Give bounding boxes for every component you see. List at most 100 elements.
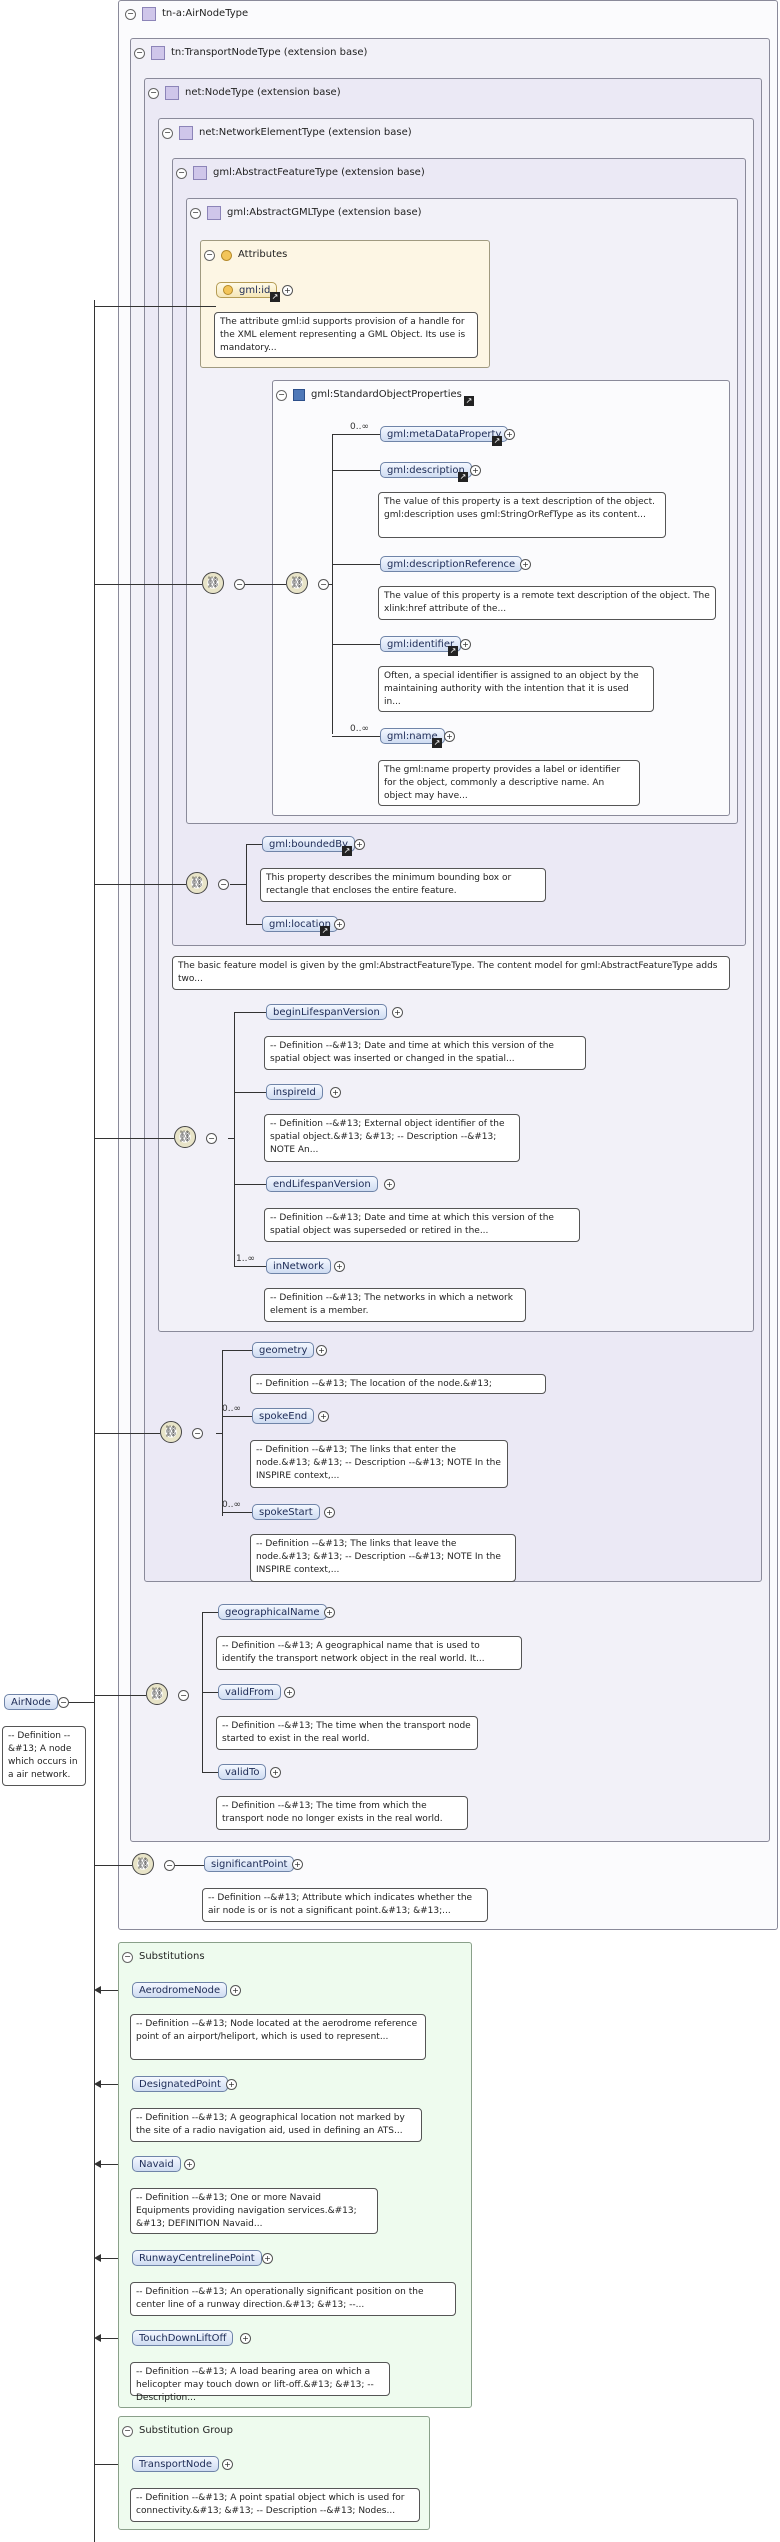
geographicalname-element[interactable]: geographicalName <box>218 1604 327 1620</box>
endlifespanversion-element[interactable]: endLifespanVersion <box>266 1176 378 1192</box>
external-link-icon[interactable]: ↗ <box>464 396 474 406</box>
collapse-icon[interactable]: − <box>204 249 215 261</box>
collapse-icon[interactable]: − <box>234 579 245 590</box>
external-link-icon[interactable]: ↗ <box>270 292 280 302</box>
collapse-icon[interactable]: − <box>318 579 329 590</box>
external-link-icon[interactable]: ↗ <box>458 472 468 482</box>
expand-icon[interactable]: + <box>184 2159 195 2170</box>
abstract-gml-type-header[interactable]: −gml:AbstractGMLType (extension base) <box>190 205 422 221</box>
collapse-icon[interactable]: − <box>192 1428 203 1439</box>
expand-icon[interactable]: + <box>392 1007 403 1018</box>
expand-icon[interactable]: + <box>316 1345 327 1356</box>
airnode-root-element[interactable]: AirNode <box>4 1694 58 1710</box>
validto-element[interactable]: validTo <box>218 1764 267 1780</box>
expand-icon[interactable]: + <box>354 839 365 850</box>
gml-name-element[interactable]: gml:name <box>380 728 445 744</box>
expand-icon[interactable]: + <box>470 465 481 476</box>
expand-icon[interactable]: + <box>460 639 471 650</box>
collapse-icon[interactable]: − <box>164 1860 175 1871</box>
collapse-icon[interactable]: − <box>176 167 187 179</box>
expand-icon[interactable]: + <box>504 429 515 440</box>
aerodromenode-element[interactable]: AerodromeNode <box>132 1982 228 1998</box>
collapse-icon[interactable]: − <box>122 1951 133 1963</box>
connector-line <box>234 1184 266 1185</box>
expand-icon[interactable]: + <box>334 1261 345 1272</box>
transportnode-element[interactable]: TransportNode <box>132 2456 220 2472</box>
external-link-icon[interactable]: ↗ <box>432 738 442 748</box>
touchdownliftoff-element[interactable]: TouchDownLiftOff <box>132 2330 234 2346</box>
expand-icon[interactable]: + <box>230 1985 241 1996</box>
runwaycentrelinepoint-description: -- Definition --&#13; An operationally s… <box>130 2282 456 2316</box>
complex-type-icon <box>207 206 221 220</box>
collapse-icon[interactable]: − <box>218 879 229 890</box>
external-link-icon[interactable]: ↗ <box>492 436 502 446</box>
collapse-icon[interactable]: − <box>125 8 136 20</box>
innetwork-element[interactable]: inNetwork <box>266 1258 331 1274</box>
expand-icon[interactable]: + <box>284 1687 295 1698</box>
significantpoint-element[interactable]: significantPoint <box>204 1856 295 1872</box>
expand-icon[interactable]: + <box>324 1607 335 1618</box>
gml-metadataproperty-element[interactable]: gml:metaDataProperty <box>380 426 509 442</box>
collapse-icon[interactable]: − <box>122 2425 133 2437</box>
collapse-icon[interactable]: − <box>162 127 173 139</box>
connector-line <box>222 1416 252 1417</box>
gml-identifier-element[interactable]: gml:identifier <box>380 636 462 652</box>
expand-icon[interactable]: + <box>334 919 345 930</box>
connector-line <box>332 434 333 734</box>
expand-icon[interactable]: + <box>384 1179 395 1190</box>
arrow-icon <box>94 2080 101 2088</box>
abstract-feature-type-header[interactable]: −gml:AbstractFeatureType (extension base… <box>176 165 425 181</box>
navaid-element[interactable]: Navaid <box>132 2156 181 2172</box>
gml-id-attribute[interactable]: gml:id <box>216 282 278 298</box>
expand-icon[interactable]: + <box>444 731 455 742</box>
expand-icon[interactable]: + <box>226 2079 237 2090</box>
substitutions-header[interactable]: −Substitutions <box>122 1949 205 1965</box>
gml-descriptionreference-element[interactable]: gml:descriptionReference <box>380 556 523 572</box>
beginlifespanversion-element[interactable]: beginLifespanVersion <box>266 1004 387 1020</box>
node-type-header[interactable]: −net:NodeType (extension base) <box>148 85 341 101</box>
expand-icon[interactable]: + <box>270 1767 281 1778</box>
expand-icon[interactable]: + <box>318 1411 329 1422</box>
expand-icon[interactable]: + <box>330 1087 341 1098</box>
expand-icon[interactable]: + <box>292 1859 303 1870</box>
connector-line <box>228 1138 234 1139</box>
collapse-icon[interactable]: − <box>276 389 287 401</box>
collapse-icon[interactable]: − <box>148 87 159 99</box>
connector-line <box>96 2338 132 2339</box>
connector-line <box>332 564 380 565</box>
inspireid-element[interactable]: inspireId <box>266 1084 323 1100</box>
spokeend-element[interactable]: spokeEnd <box>252 1408 315 1424</box>
expand-icon[interactable]: + <box>240 2333 251 2344</box>
expand-icon[interactable]: + <box>324 1507 335 1518</box>
connector-line <box>96 1990 132 1991</box>
arrow-icon <box>94 2254 101 2262</box>
attributes-header[interactable]: −Attributes <box>204 247 287 263</box>
connector-line <box>202 1612 218 1613</box>
runwaycentrelinepoint-element[interactable]: RunwayCentrelinePoint <box>132 2250 262 2266</box>
sequence-compositor-icon: ⛓ <box>160 1421 182 1443</box>
external-link-icon[interactable]: ↗ <box>342 846 352 856</box>
collapse-icon[interactable]: − <box>190 207 201 219</box>
network-element-type-header[interactable]: −net:NetworkElementType (extension base) <box>162 125 412 141</box>
collapse-icon[interactable]: − <box>178 1690 189 1701</box>
external-link-icon[interactable]: ↗ <box>448 646 458 656</box>
transport-node-type-header[interactable]: −tn:TransportNodeType (extension base) <box>134 45 367 61</box>
collapse-icon[interactable]: − <box>134 47 145 59</box>
air-node-type-header[interactable]: −tn-a:AirNodeType <box>125 6 248 22</box>
geometry-element[interactable]: geometry <box>252 1342 315 1358</box>
collapse-icon[interactable]: − <box>206 1133 217 1144</box>
expand-icon[interactable]: + <box>262 2253 273 2264</box>
expand-icon[interactable]: + <box>282 285 293 296</box>
external-link-icon[interactable]: ↗ <box>320 926 330 936</box>
expand-icon[interactable]: + <box>520 559 531 570</box>
standard-object-properties-header[interactable]: −gml:StandardObjectProperties <box>276 387 462 403</box>
sequence-compositor-icon: ⛓ <box>202 572 224 594</box>
substitution-group-header[interactable]: −Substitution Group <box>122 2423 233 2439</box>
collapse-icon[interactable]: − <box>58 1697 69 1708</box>
connector-line <box>246 924 262 925</box>
gml-descriptionreference-description: The value of this property is a remote t… <box>378 586 716 620</box>
spokestart-element[interactable]: spokeStart <box>252 1504 320 1520</box>
designatedpoint-element[interactable]: DesignatedPoint <box>132 2076 228 2092</box>
validfrom-element[interactable]: validFrom <box>218 1684 281 1700</box>
expand-icon[interactable]: + <box>222 2459 233 2470</box>
